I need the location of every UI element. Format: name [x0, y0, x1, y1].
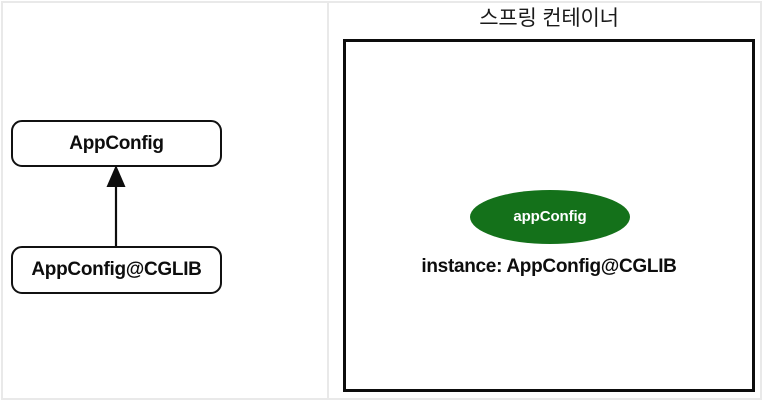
class-box-appconfig-label: AppConfig [69, 132, 164, 154]
left-panel: AppConfig AppConfig@CGLIB [1, 1, 329, 400]
bean-ellipse-label: appConfig [513, 208, 587, 225]
inheritance-arrow-icon [106, 165, 126, 249]
spring-container-title: 스프링 컨테이너 [479, 7, 619, 30]
bean-ellipse-appconfig[interactable]: appConfig [470, 190, 630, 244]
class-box-appconfig[interactable]: AppConfig [11, 120, 222, 167]
bean-instance-caption: instance: AppConfig@CGLIB [421, 256, 677, 277]
class-box-appconfig-cglib-label: AppConfig@CGLIB [31, 259, 202, 280]
class-box-appconfig-cglib[interactable]: AppConfig@CGLIB [11, 246, 222, 294]
